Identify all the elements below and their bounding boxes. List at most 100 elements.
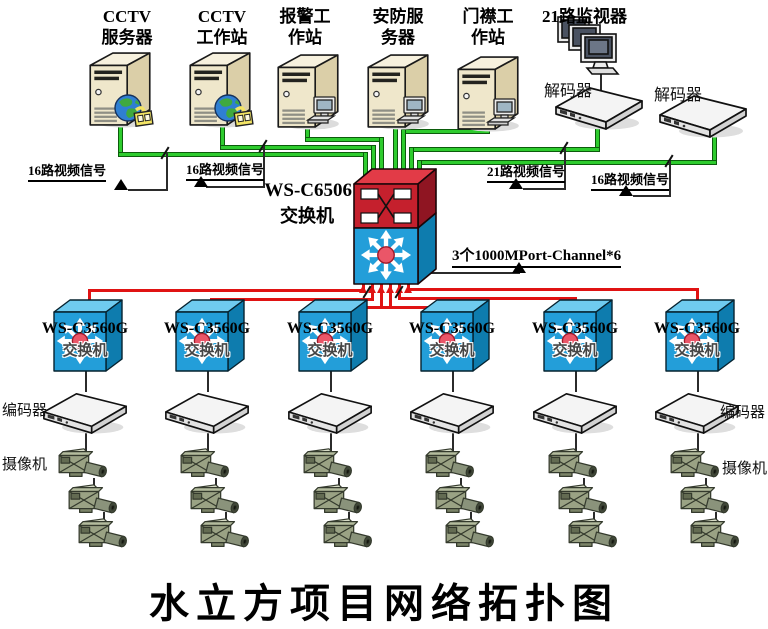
callout-leader bbox=[523, 188, 566, 190]
cable-arrow-up bbox=[386, 285, 394, 293]
video-cable bbox=[306, 120, 309, 141]
callout-video16-right: 16路视频信号 bbox=[591, 169, 670, 191]
core-switch-model: WS-C6506 bbox=[264, 180, 352, 201]
link-line bbox=[460, 478, 462, 490]
device-label: 报警工 作站 bbox=[260, 6, 350, 48]
decoder-label: 解码器 bbox=[544, 83, 593, 100]
video-cable bbox=[364, 153, 367, 186]
video-cable bbox=[596, 124, 599, 151]
video-cable bbox=[394, 120, 397, 186]
access-switch-type: 交换机 bbox=[674, 343, 720, 359]
device-label-line: 作站 bbox=[471, 28, 505, 47]
link-line bbox=[338, 478, 340, 490]
link-line bbox=[207, 428, 209, 452]
link-line bbox=[575, 368, 577, 392]
encoder-icon bbox=[286, 388, 374, 436]
video-cable bbox=[402, 130, 405, 186]
globe-icon bbox=[114, 94, 154, 128]
device-label: CCTV 服务器 bbox=[82, 6, 172, 48]
access-switch-model: WS-C3560G bbox=[653, 320, 741, 337]
link-line bbox=[85, 428, 87, 452]
cable-arrow-up bbox=[359, 285, 367, 293]
camera-icon bbox=[543, 445, 601, 485]
device-label-line: 服务器 bbox=[101, 28, 153, 47]
callout-port-channel: 3个1000MPort-Channel*6 bbox=[452, 244, 622, 268]
video-cable bbox=[119, 118, 122, 156]
gigabit-cable bbox=[88, 289, 91, 307]
gigabit-cable bbox=[407, 288, 699, 291]
access-switch-model: WS-C3560G bbox=[41, 320, 129, 337]
cable-arrow-up bbox=[368, 285, 376, 293]
link-line bbox=[330, 428, 332, 452]
video-cable bbox=[713, 130, 716, 164]
encoder-icon bbox=[408, 388, 496, 436]
access-switch-type: 交换机 bbox=[429, 343, 475, 359]
pc-icon bbox=[306, 96, 342, 126]
camera-icon bbox=[420, 445, 478, 485]
video-cable bbox=[372, 146, 375, 186]
gigabit-cable bbox=[398, 297, 577, 300]
device-label-line: 报警工 bbox=[279, 7, 331, 26]
video-cable bbox=[380, 138, 383, 186]
link-line bbox=[207, 368, 209, 392]
gigabit-cable bbox=[338, 306, 455, 309]
device-label-line: 安防服 bbox=[372, 7, 424, 26]
device-label-line: 作站 bbox=[288, 28, 322, 47]
access-switch-model: WS-C3560G bbox=[286, 320, 374, 337]
camera-icon bbox=[298, 445, 356, 485]
camera-icon bbox=[175, 445, 233, 485]
encoder-icon bbox=[41, 388, 129, 436]
link-line bbox=[575, 428, 577, 452]
video-cable bbox=[410, 148, 599, 151]
device-label-line: 门襟工 bbox=[462, 7, 514, 26]
link-line bbox=[600, 62, 602, 92]
camera-icon bbox=[195, 515, 253, 555]
gigabit-cable bbox=[210, 298, 374, 301]
access-switch-type: 交换机 bbox=[552, 343, 598, 359]
device-label-line: 工作站 bbox=[196, 28, 248, 47]
link-line bbox=[452, 428, 454, 452]
callout-video21: 21路视频信号 bbox=[487, 161, 566, 183]
video-cable bbox=[221, 146, 375, 149]
video-cable bbox=[410, 148, 413, 186]
link-line bbox=[103, 512, 105, 524]
link-line bbox=[593, 512, 595, 524]
link-line bbox=[85, 368, 87, 392]
core-switch-type: 交换机 bbox=[280, 206, 334, 226]
encoder-label-right: 编码器 bbox=[720, 405, 766, 421]
core-switch-icon bbox=[352, 166, 438, 288]
callout-leader bbox=[669, 161, 671, 197]
access-switch-model: WS-C3560G bbox=[163, 320, 251, 337]
cable-arrow-up bbox=[377, 285, 385, 293]
access-switch-model: WS-C3560G bbox=[531, 320, 619, 337]
callout-leader bbox=[564, 148, 566, 190]
link-line bbox=[705, 478, 707, 490]
callout-video16-left1: 16路视频信号 bbox=[28, 160, 107, 182]
camera-icon bbox=[563, 515, 621, 555]
video-cable bbox=[221, 118, 224, 149]
pc-icon bbox=[486, 98, 522, 128]
device-label: 安防服 务器 bbox=[353, 6, 443, 48]
diagram-title: 水立方项目网络拓扑图 bbox=[149, 580, 619, 627]
video-cable bbox=[306, 138, 383, 141]
access-switch-type: 交换机 bbox=[307, 343, 353, 359]
link-line bbox=[348, 512, 350, 524]
decoder-label: 解码器 bbox=[654, 87, 703, 104]
cable-arrow-up bbox=[404, 285, 412, 293]
callout-leader bbox=[128, 189, 168, 191]
link-line bbox=[470, 512, 472, 524]
access-switch-type: 交换机 bbox=[184, 343, 230, 359]
device-label-line: CCTV bbox=[102, 7, 152, 26]
gigabit-cable bbox=[389, 278, 392, 309]
callout-leader bbox=[412, 272, 520, 274]
monitor-wall-label: 21路监视器 bbox=[542, 7, 627, 26]
camera-icon bbox=[685, 515, 743, 555]
link-line bbox=[697, 368, 699, 392]
access-switch-type: 交换机 bbox=[62, 343, 108, 359]
encoder-label-left: 编码器 bbox=[2, 403, 48, 419]
camera-icon bbox=[318, 515, 376, 555]
gigabit-cable bbox=[696, 288, 699, 307]
link-line bbox=[225, 512, 227, 524]
encoder-icon bbox=[163, 388, 251, 436]
